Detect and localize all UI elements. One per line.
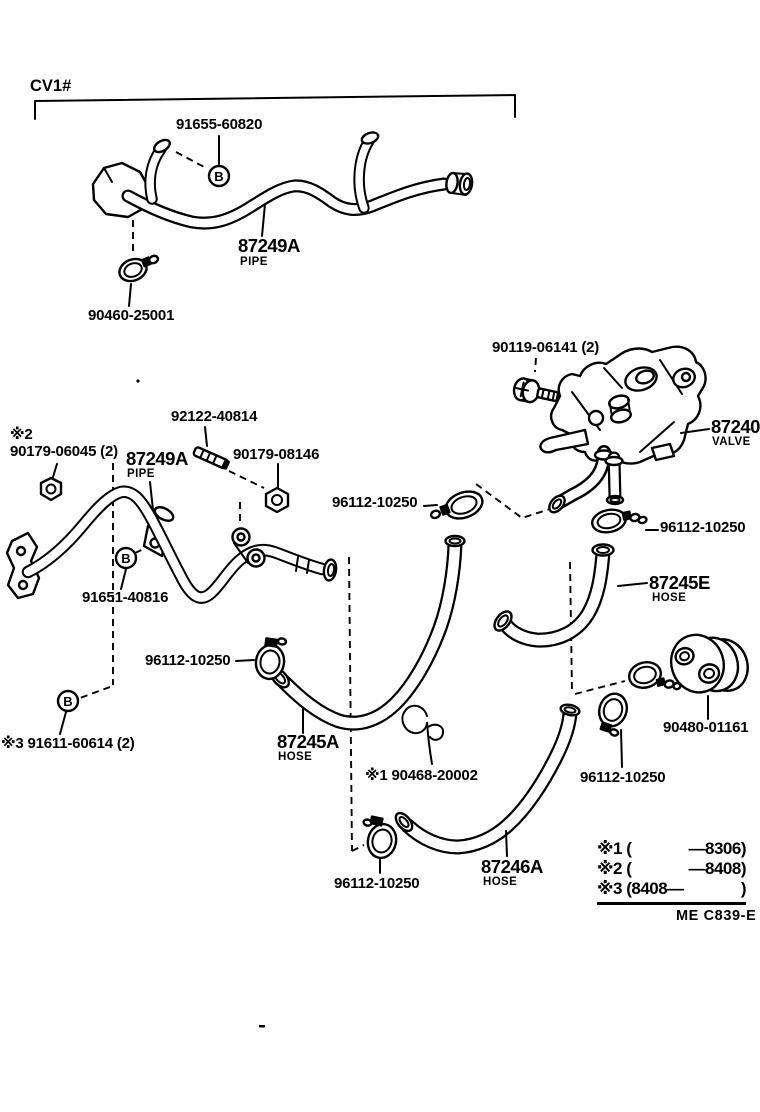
label-87240-type: VALVE <box>712 436 751 448</box>
label-96112-valve-left: 96112-10250 <box>332 494 418 511</box>
legend-row-1-left: ※1 ( <box>597 839 632 858</box>
label-91651-40816: 91651-40816 <box>82 589 169 606</box>
diagram-code: ME C839-E <box>676 908 757 924</box>
label-87240: 87240 <box>711 416 760 437</box>
label-96112-hose-a: 96112-10250 <box>145 652 231 669</box>
label-90179-06045: 90179-06045 (2) <box>10 443 118 460</box>
label-90468-20002: ※1 90468-20002 <box>365 767 478 784</box>
flange-nut-drawing <box>39 476 63 502</box>
label-87249a-mid-type: PIPE <box>127 468 155 480</box>
top-pipe-drawing <box>91 131 474 230</box>
legend-row-3-left: ※3 (8408— <box>597 879 684 898</box>
scan-speck <box>259 1025 265 1028</box>
clamp-valve-left-drawing <box>429 490 484 520</box>
top-clamp-drawing <box>118 254 160 283</box>
legend-row-1-right: —8306) <box>688 839 747 858</box>
legend-row-2-left: ※2 ( <box>597 859 632 878</box>
label-91611-60614: ※3 91611-60614 (2) <box>1 735 135 752</box>
hose-clip-drawing <box>401 704 445 765</box>
clamp-hose-b-drawing <box>362 815 398 860</box>
valve-drawing <box>539 345 707 514</box>
legend-rule <box>597 902 746 905</box>
label-87245a: 87245A <box>277 731 339 752</box>
legend-row-3-right: ) <box>740 879 747 898</box>
cv1-bracket-line <box>34 94 516 120</box>
label-cv1: CV1# <box>30 77 72 95</box>
clamp-hose-a-drawing <box>254 637 288 681</box>
label-87249a-top-type: PIPE <box>240 256 268 268</box>
label-90480-01161: 90480-01161 <box>663 719 749 736</box>
label-star2: ※2 <box>10 426 33 443</box>
label-92122-40814: 92122-40814 <box>171 408 258 425</box>
label-87246a: 87246A <box>481 856 543 877</box>
grommet-drawing <box>669 633 749 694</box>
bolt-marker-b-mid: B <box>121 551 130 566</box>
mid-pipe-drawing <box>5 485 338 604</box>
legend: ※1 ( —8306) ※2 ( —8408) ※3 (8408— ) <box>597 839 747 905</box>
label-91655-60820: 91655-60820 <box>176 116 263 133</box>
bracket-nut-drawing <box>264 486 290 514</box>
label-87245e-type: HOSE <box>652 592 687 604</box>
clamp-grommet-lower-drawing <box>597 692 629 737</box>
label-90119-06141: 90119-06141 (2) <box>492 339 600 356</box>
label-96112-grommet: 96112-10250 <box>580 769 666 786</box>
label-87245a-type: HOSE <box>278 751 313 763</box>
label-87249a-mid: 87249A <box>126 448 188 469</box>
scan-speck <box>136 379 140 383</box>
label-96112-hose-b: 96112-10250 <box>334 875 420 892</box>
stud-drawing <box>192 446 230 470</box>
clamp-valve-right-drawing <box>591 508 648 534</box>
legend-row-3: ※3 (8408— ) <box>597 879 747 899</box>
bolt-markers: B B B <box>56 164 231 713</box>
leader-lines <box>52 135 710 874</box>
label-87246a-type: HOSE <box>483 876 518 888</box>
label-87249a-top: 87249A <box>238 235 300 256</box>
legend-row-2: ※2 ( —8408) <box>597 859 747 879</box>
bolt-marker-b-top: B <box>214 169 223 184</box>
label-90179-08146: 90179-08146 <box>233 446 320 463</box>
label-90460-25001: 90460-25001 <box>88 307 175 324</box>
legend-row-2-right: —8408) <box>688 859 747 878</box>
label-96112-valve-right: 96112-10250 <box>660 519 746 536</box>
label-87245e: 87245E <box>649 572 710 593</box>
bolt-marker-b-bottom: B <box>63 694 72 709</box>
hose-87245e-drawing <box>493 543 615 648</box>
valve-screw-drawing <box>512 377 560 404</box>
hose-87246a-drawing <box>394 703 581 855</box>
legend-row-1: ※1 ( —8306) <box>597 839 747 859</box>
